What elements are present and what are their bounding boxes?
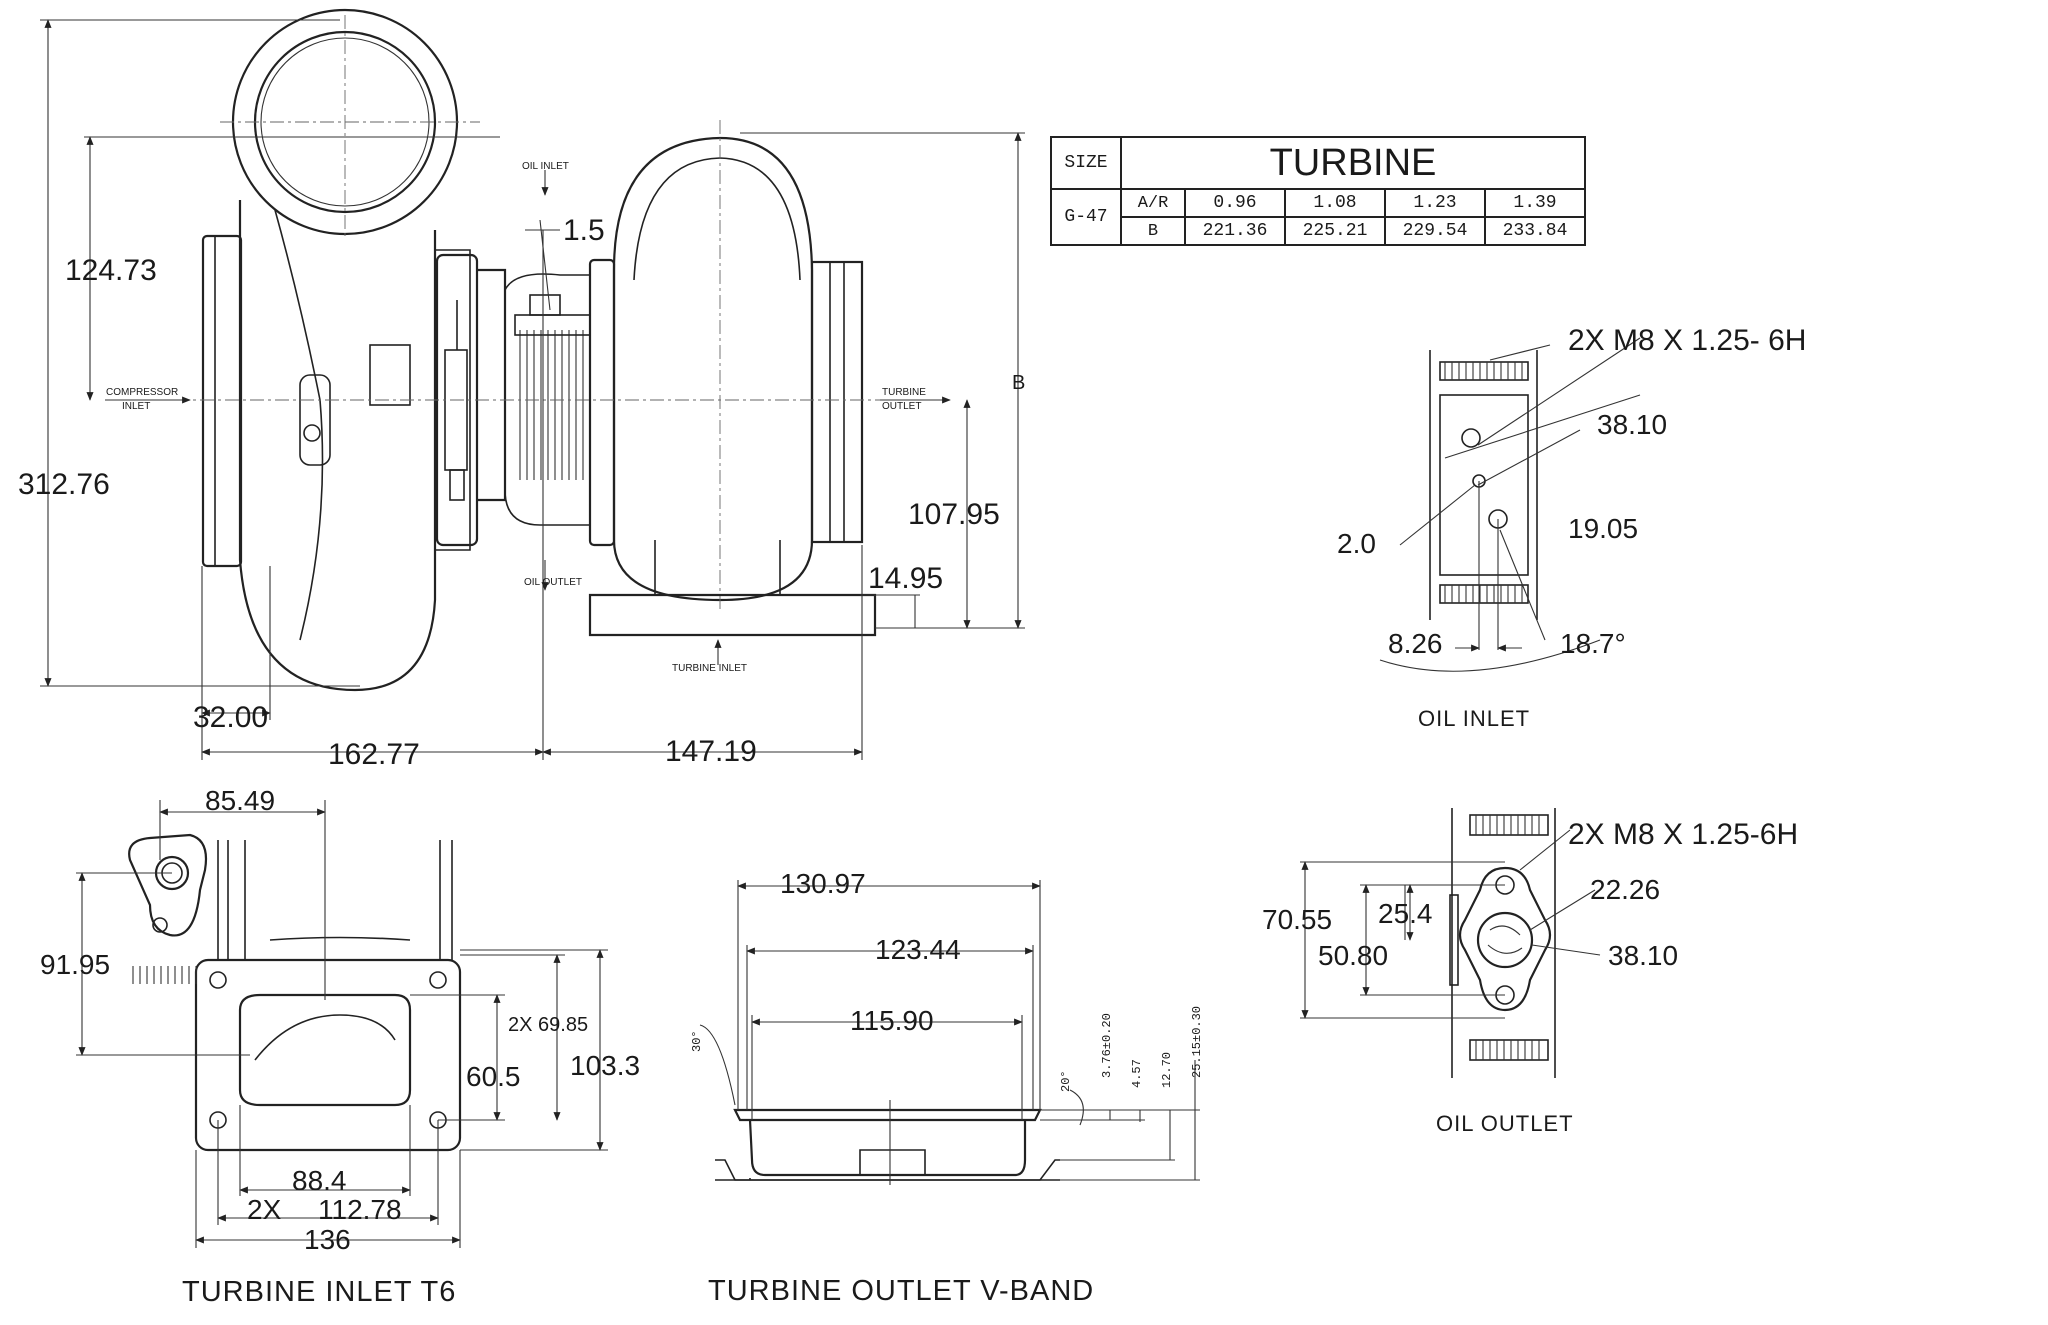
dim-38-10: 38.10 [1608,940,1679,971]
oil-inlet-label: OIL INLET [522,161,569,172]
compressor-inlet-label: COMPRESSOR [106,387,179,398]
turbine-header: TURBINE [1120,136,1586,190]
b-value: 221.36 [1184,216,1286,246]
turbine-outlet-vband-view [699,880,1200,1185]
turbocharger-side-view [150,8,950,692]
dim-130-97: 130.97 [780,868,866,899]
b-value: 229.54 [1384,216,1486,246]
dim-91-95: 91.95 [40,949,111,980]
dim-25-4: 25.4 [1378,898,1433,929]
dim-50-80: 50.80 [1318,940,1389,971]
model-cell: G-47 [1050,188,1122,246]
oil-outlet-caption: OIL OUTLET [1436,1111,1574,1136]
b-label: B [1120,216,1186,246]
turbine-outlet-label: OUTLET [882,401,922,412]
dim-4-57: 4.57 [1130,1059,1144,1088]
dim-25-15: 25.15±0.30 [1190,1005,1204,1078]
vband-caption: TURBINE OUTLET V-BAND [708,1275,1095,1307]
b-value: 225.21 [1284,216,1386,246]
dim-147-19: 147.19 [665,735,757,768]
dim-112-78: 112.78 [318,1194,402,1225]
dim-38-10: 38.10 [1597,409,1668,440]
oil-outlet-detail [1300,808,1601,1078]
ar-value: 1.23 [1384,188,1486,218]
dim-1-5: 1.5 [563,214,605,247]
dim-2x: 2X [247,1194,282,1225]
dim-88-4: 88.4 [292,1165,347,1196]
turbine-outlet-label: TURBINE [882,387,926,398]
dim-107-95: 107.95 [908,498,1000,531]
t6-caption: TURBINE INLET T6 [182,1276,457,1308]
dim-136: 136 [304,1224,351,1255]
dim-19-05: 19.05 [1568,513,1639,544]
ar-value: 0.96 [1184,188,1286,218]
main-view-dimensions [40,19,1025,760]
oil-outlet-thread: 2X M8 X 1.25-6H [1568,818,1799,851]
dim-162-77: 162.77 [328,738,420,771]
dim-14-95: 14.95 [868,562,944,595]
oil-outlet-label: OIL OUTLET [524,577,582,588]
dim-12-70: 12.70 [1160,1051,1174,1088]
dim-3-76: 3.76±0.20 [1100,1013,1114,1078]
oil-inlet-caption: OIL INLET [1418,706,1531,731]
oil-inlet-thread: 2X M8 X 1.25- 6H [1568,324,1807,357]
turbine-spec-table: SIZE TURBINE G-47 A/R 0.96 1.08 1.23 1.3… [1050,136,1586,246]
turbine-inlet-label: TURBINE INLET [672,663,748,674]
dim-2x-69-85: 2X 69.85 [508,1014,589,1036]
dim-32-00: 32.00 [193,701,269,734]
turbine-inlet-t6-view [76,800,608,1248]
dim-103-3: 103.3 [570,1050,641,1081]
oil-inlet-detail [1379,337,1641,672]
ar-value: 1.39 [1484,188,1586,218]
size-header: SIZE [1050,136,1122,190]
angle-18-7: 18.7° [1560,628,1626,659]
ar-value: 1.08 [1284,188,1386,218]
dim-85-49: 85.49 [205,785,276,816]
dim-2-0: 2.0 [1337,528,1376,559]
dim-70-55: 70.55 [1262,904,1333,935]
angle-30: 30° [690,1030,704,1052]
dim-b: B [1012,372,1026,394]
dim-8-26: 8.26 [1388,628,1443,659]
angle-20: 20° [1059,1070,1073,1092]
dim-312-76: 312.76 [18,468,110,501]
dim-124-73: 124.73 [65,254,157,287]
compressor-inlet-label: INLET [122,401,151,412]
b-value: 233.84 [1484,216,1586,246]
ar-label: A/R [1120,188,1186,218]
dim-60-5: 60.5 [466,1061,521,1092]
dim-22-26: 22.26 [1590,874,1661,905]
dim-123-44: 123.44 [875,934,961,965]
dim-115-90: 115.90 [850,1005,934,1036]
